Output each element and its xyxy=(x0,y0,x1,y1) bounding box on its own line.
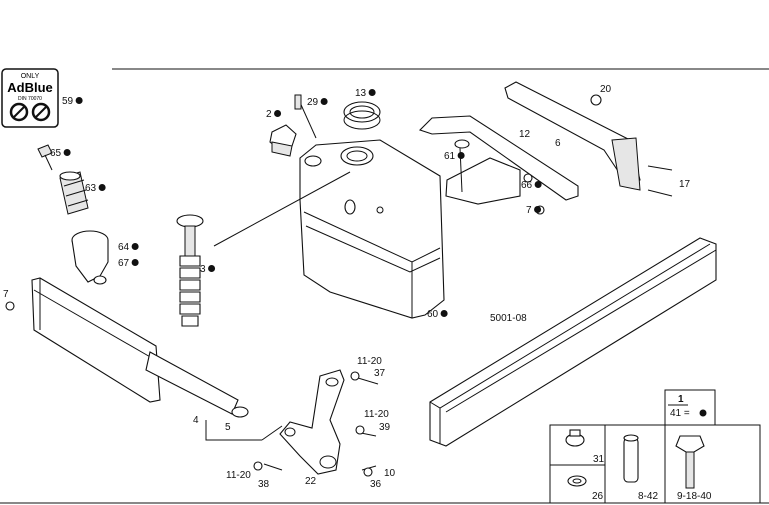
bolt-shank-icon xyxy=(685,451,695,489)
callout-39: 39 xyxy=(379,422,391,433)
legend-box xyxy=(549,389,761,504)
callout-7a: 7 xyxy=(526,205,532,216)
callout-4: 4 xyxy=(193,415,199,426)
callout-37: 37 xyxy=(374,368,386,379)
callout-bullet-icon xyxy=(98,184,106,191)
callout-6: 6 xyxy=(555,138,561,149)
callout-bullet-icon xyxy=(131,243,139,250)
callout-bullet-icon xyxy=(534,206,542,213)
spacer-icon xyxy=(623,437,639,483)
legend-cell-9-18-40: 9-18-40 xyxy=(677,491,712,502)
callout-bullet-icon xyxy=(63,149,71,156)
washer-icon xyxy=(567,475,587,487)
callout-12: 12 xyxy=(519,129,531,140)
callout-65: 65 xyxy=(50,148,62,159)
legend-cell-31: 31 xyxy=(593,454,605,465)
diagram-id: 5001-08 xyxy=(490,313,527,324)
callout-59: 59 xyxy=(62,96,74,107)
callout-bullet-icon xyxy=(274,110,282,117)
callout-63: 63 xyxy=(85,183,97,194)
knuckle-bracket xyxy=(253,369,379,477)
adblue-tank xyxy=(299,139,445,319)
leader-3 xyxy=(213,171,351,247)
svg-text:ONLY: ONLY xyxy=(21,73,40,80)
legend-top-label: 1 xyxy=(678,394,684,405)
callout-bullet-icon xyxy=(320,98,328,105)
callout-11-20c: 11-20 xyxy=(226,470,251,481)
callout-61: 61 xyxy=(444,151,456,162)
tank-cap xyxy=(269,94,381,157)
svg-text:DIN 70070: DIN 70070 xyxy=(18,96,42,102)
callout-bullet-icon xyxy=(131,259,139,266)
callout-17: 17 xyxy=(679,179,691,190)
legend-cell-8-42: 8-42 xyxy=(638,491,658,502)
callout-bullet-icon xyxy=(368,89,376,96)
filter-parts xyxy=(37,144,109,285)
callout-22: 22 xyxy=(305,476,317,487)
left-bracket xyxy=(5,277,249,418)
callout-2: 2 xyxy=(266,109,272,120)
callout-3: 3 xyxy=(200,264,206,275)
callout-66: 66 xyxy=(521,180,533,191)
callout-10: 10 xyxy=(384,468,396,479)
svg-text:AdBlue: AdBlue xyxy=(7,80,53,95)
channel-beam xyxy=(429,237,717,447)
legend-eq-label: 41 = xyxy=(670,408,690,419)
callout-11-20a: 11-20 xyxy=(357,356,382,367)
callout-bullet-icon xyxy=(208,265,216,272)
callout-20: 20 xyxy=(600,84,612,95)
callout-60: 60 xyxy=(427,309,439,320)
callout-bullet-icon xyxy=(534,181,542,188)
callout-67: 67 xyxy=(118,258,130,269)
callout-bullet-icon xyxy=(457,152,465,159)
callout-bullet-icon xyxy=(440,310,448,317)
callout-64: 64 xyxy=(118,242,130,253)
callout-11-20b: 11-20 xyxy=(364,409,389,420)
level-sensor xyxy=(176,214,204,327)
adblue-sign: ONLY AdBlue DIN 70070 xyxy=(1,68,59,128)
callout-bullet-icon xyxy=(75,97,83,104)
callout-29: 29 xyxy=(307,97,319,108)
callout-7b: 7 xyxy=(3,289,9,300)
callout-36: 36 xyxy=(370,479,382,490)
callout-13: 13 xyxy=(355,88,367,99)
callout-38: 38 xyxy=(258,479,270,490)
callout-5: 5 xyxy=(225,422,231,433)
legend-cell-26: 26 xyxy=(592,491,604,502)
mounting-strap xyxy=(418,81,673,215)
nut-top-icon xyxy=(569,429,581,437)
leader-4-5 xyxy=(205,420,262,441)
legend-bullet-icon xyxy=(699,409,707,417)
